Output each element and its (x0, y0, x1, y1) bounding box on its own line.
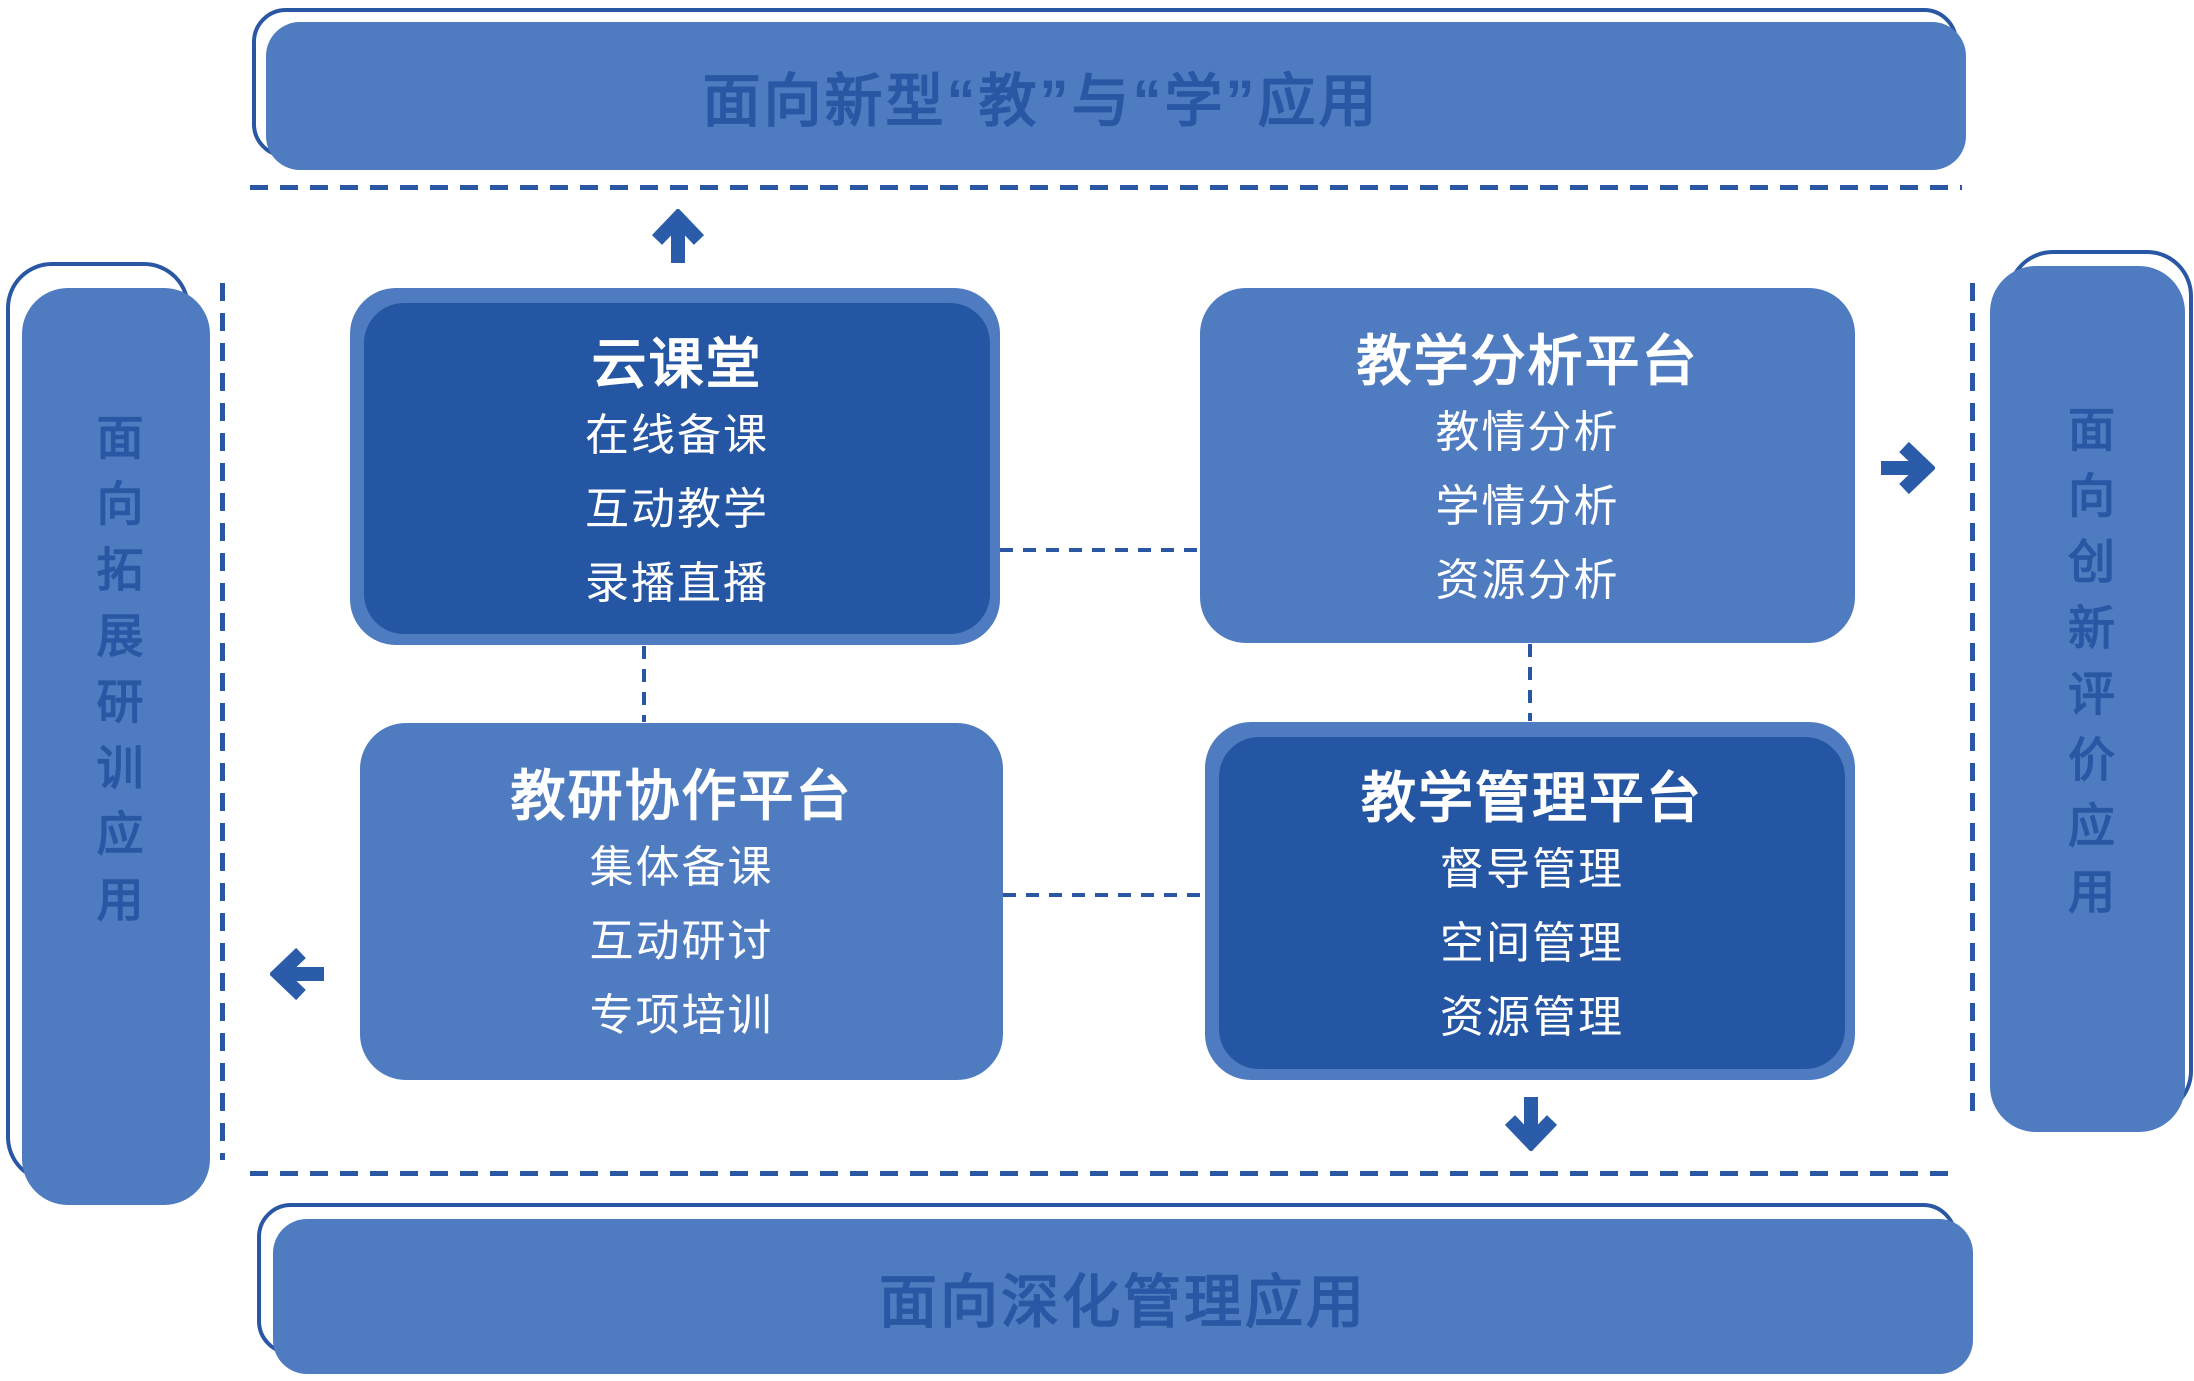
banner-right-fill: 面向创新评价应用 (1990, 266, 2185, 1132)
card-cloud-classroom: 云课堂 在线备课 互动教学 录播直播 (350, 288, 1000, 645)
card-item: 集体备课 (589, 843, 774, 892)
dashed-line-right (1970, 283, 1975, 1118)
connector-top-row (1000, 548, 1200, 552)
card-teaching-analysis-body: 教学分析平台 教情分析 学情分析 资源分析 (1200, 288, 1855, 643)
card-item: 督导管理 (1440, 845, 1624, 894)
card-item: 资源管理 (1440, 993, 1624, 1042)
arrow-left-icon (270, 946, 326, 1002)
card-item: 学情分析 (1435, 482, 1620, 531)
banner-left-fill: 面向拓展研训应用 (22, 288, 210, 1205)
banner-bottom-fill: 面向深化管理应用 (273, 1219, 1973, 1374)
banner-bottom-label: 面向深化管理应用 (878, 1269, 1367, 1335)
card-research-collaboration: 教研协作平台 集体备课 互动研讨 专项培训 (360, 723, 1003, 1080)
dashed-line-bottom (250, 1171, 1956, 1176)
dashed-line-left (220, 283, 225, 1160)
card-item: 教情分析 (1435, 408, 1620, 457)
card-item: 互动研讨 (589, 917, 774, 966)
card-item: 录播直播 (585, 559, 769, 608)
card-title: 教学管理平台 (1360, 767, 1703, 829)
connector-right-column (1528, 644, 1532, 721)
connector-bottom-row (1003, 893, 1205, 897)
card-teaching-analysis: 教学分析平台 教情分析 学情分析 资源分析 (1200, 288, 1855, 643)
card-item: 空间管理 (1440, 919, 1624, 968)
arrow-up-icon (650, 209, 706, 265)
connector-left-column (642, 646, 646, 722)
card-title: 教研协作平台 (510, 765, 853, 827)
card-item: 在线备课 (585, 411, 769, 460)
card-title: 云课堂 (591, 333, 763, 395)
card-item: 互动教学 (585, 485, 769, 534)
card-teaching-management-body: 教学管理平台 督导管理 空间管理 资源管理 (1219, 737, 1845, 1069)
arrow-right-icon (1879, 440, 1935, 496)
banner-top-fill: 面向新型“教”与“学”应用 (266, 22, 1966, 170)
arrow-down-icon (1503, 1095, 1559, 1151)
dashed-line-top (250, 185, 1962, 190)
card-item: 专项培训 (589, 991, 774, 1040)
banner-top-label: 面向新型“教”与“学”应用 (702, 69, 1380, 134)
card-cloud-classroom-body: 云课堂 在线备课 互动教学 录播直播 (364, 303, 990, 634)
banner-right-label: 面向创新评价应用 (2061, 405, 2114, 933)
banner-left-label: 面向拓展研训应用 (89, 412, 143, 941)
card-title: 教学分析平台 (1356, 330, 1699, 392)
card-item: 资源分析 (1435, 556, 1620, 605)
card-teaching-management: 教学管理平台 督导管理 空间管理 资源管理 (1205, 722, 1855, 1080)
card-research-collaboration-body: 教研协作平台 集体备课 互动研讨 专项培训 (360, 723, 1003, 1080)
